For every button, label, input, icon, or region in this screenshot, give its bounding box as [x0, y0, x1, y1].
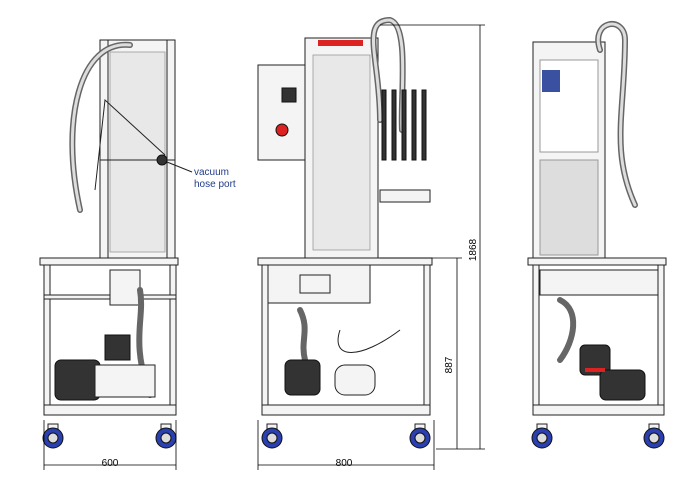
front-view: 800 887 1868 [257, 16, 485, 470]
dimension-1868: 1868 [468, 238, 479, 261]
side-view: vacuum hose port 600 [39, 39, 236, 470]
rear-view [527, 21, 667, 449]
emergency-stop-icon [275, 123, 289, 137]
table-side [39, 257, 179, 266]
control-box [257, 64, 306, 161]
vacuum-port-icon [156, 154, 168, 166]
table-front [257, 257, 433, 266]
wheel [531, 423, 553, 449]
dimension-600: 600 [102, 458, 119, 469]
wheel [261, 423, 283, 449]
dimension-887: 887 [444, 356, 455, 373]
wheel [155, 423, 177, 449]
wheel [409, 423, 431, 449]
dimension-800: 800 [336, 458, 353, 469]
table-rear [527, 257, 667, 266]
annotation-line1: vacuum [194, 167, 229, 178]
wheel [42, 423, 64, 449]
wheel [643, 423, 665, 449]
annotation-line2: hose port [194, 179, 236, 190]
